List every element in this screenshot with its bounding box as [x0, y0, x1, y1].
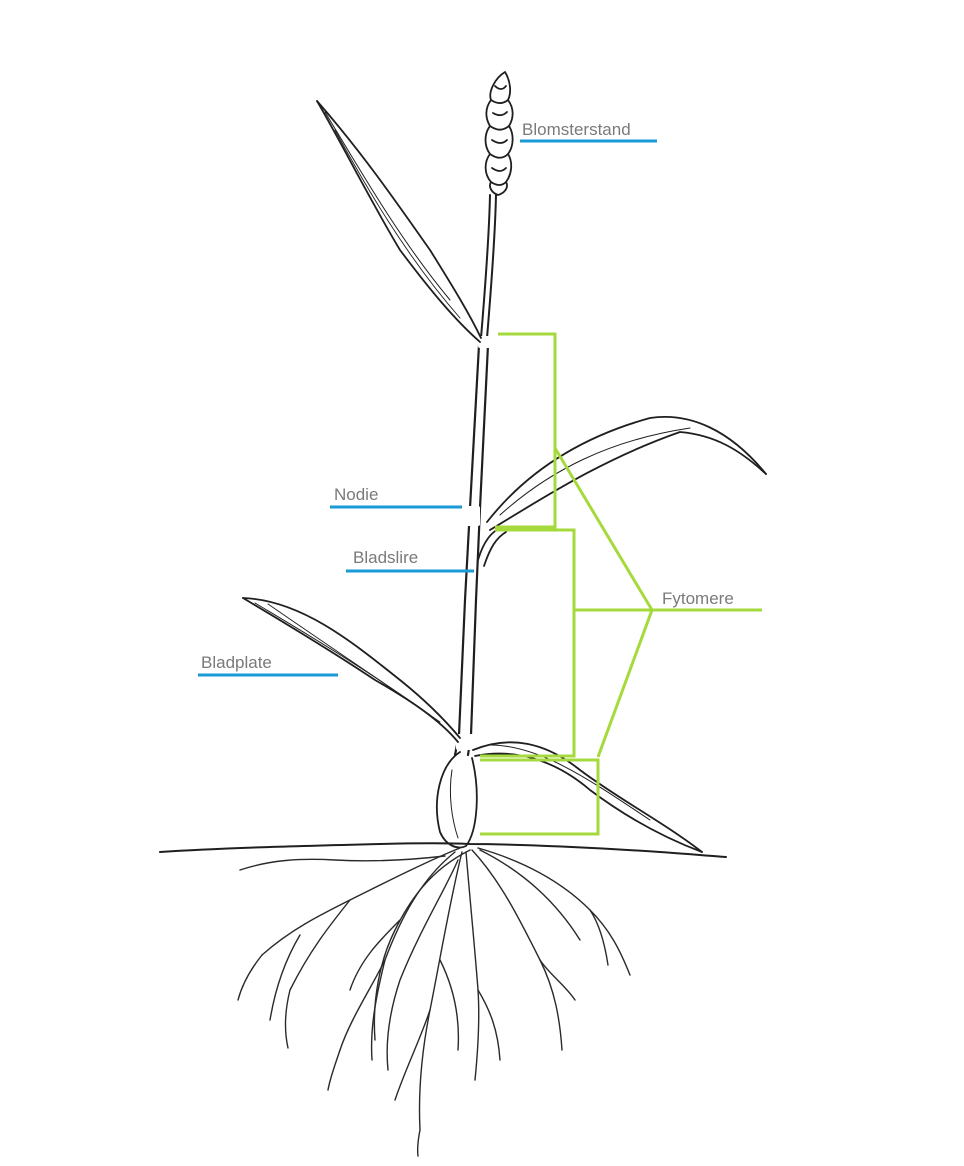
node-label: Nodie	[334, 485, 378, 504]
leaf-sheath-label: Bladslire	[353, 548, 418, 567]
flag-leaf	[317, 101, 481, 342]
phytomer-brackets	[480, 334, 762, 834]
upper-right-leaf	[478, 417, 766, 566]
inflorescence-spike	[486, 72, 513, 195]
phytomer-bracket-middle	[480, 530, 574, 756]
inflorescence-label: Blomsterstand	[522, 120, 631, 139]
phytomer-label: Fytomere	[662, 589, 734, 608]
leaf-blade-label: Bladplate	[201, 653, 272, 672]
stem	[455, 195, 496, 755]
basal-sheath	[437, 752, 477, 847]
labels: Blomsterstand Nodie Bladslire Bladplate …	[201, 120, 734, 672]
lower-left-leaf	[243, 598, 460, 742]
phytomer-bracket-upper	[495, 334, 555, 527]
phytomer-pointer-lower	[598, 610, 652, 757]
plant-drawing	[160, 72, 766, 857]
label-underlines	[198, 141, 657, 675]
root-system	[238, 848, 630, 1156]
